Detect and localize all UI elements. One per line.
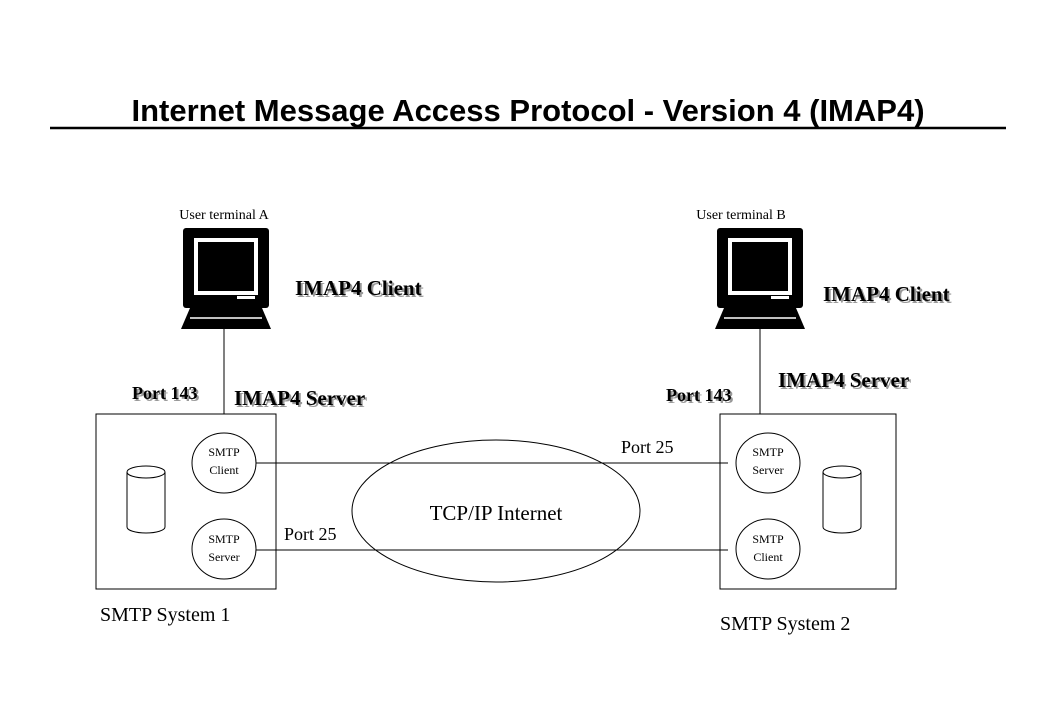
user-terminal-a-label: User terminal A <box>179 208 269 223</box>
smtp-system-1-box <box>95 413 277 590</box>
database-1-icon <box>126 465 166 534</box>
smtp-system-2-box <box>719 413 897 590</box>
database-2-icon <box>822 465 862 534</box>
node-2-bottom-line-2: Client <box>753 550 783 564</box>
node-1-bottom-line-2: Server <box>208 550 239 564</box>
user-terminal-b-label: User terminal B <box>696 208 785 223</box>
node-2-top-line-1: SMTP <box>752 445 784 459</box>
smtp-system-2-label: SMTP System 2 <box>720 613 850 635</box>
node-2-top-line-2: Server <box>752 463 783 477</box>
port-25-bottom-label: Port 25 <box>284 524 337 544</box>
imap4-client-a-label: IMAP4 Client <box>295 276 422 300</box>
port-143-b-shadow: Port 143 <box>668 387 733 407</box>
port-143-a-label: Port 143 <box>132 383 197 403</box>
computer-terminal-a-icon <box>181 228 271 329</box>
imap4-server-b-label: IMAP4 Server <box>778 368 909 392</box>
imap4-server-a-shadow: IMAP4 Server <box>236 388 367 412</box>
computer-terminal-b-icon <box>715 228 805 329</box>
tcp-ip-internet-cloud <box>351 439 641 583</box>
node-1-top-line-1: SMTP <box>208 445 240 459</box>
imap4-server-b-shadow: IMAP4 Server <box>780 370 911 394</box>
node-1-bottom-line-1: SMTP <box>208 532 240 546</box>
imap4-server-a-label: IMAP4 Server <box>234 386 365 410</box>
page-title: Internet Message Access Protocol - Versi… <box>131 93 924 128</box>
node-2-bottom-line-1: SMTP <box>752 532 784 546</box>
node-1-top-line-2: Client <box>209 463 239 477</box>
port-143-b-label: Port 143 <box>666 385 731 405</box>
port-143-a-shadow: Port 143 <box>134 385 199 405</box>
smtp-server-node-2 <box>735 432 801 494</box>
smtp-system-1-label: SMTP System 1 <box>100 604 230 626</box>
port-25-top-label: Port 25 <box>621 437 674 457</box>
imap4-client-a-shadow: IMAP4 Client <box>297 278 424 302</box>
smtp-server-node-1 <box>191 518 257 580</box>
imap4-client-b-label: IMAP4 Client <box>823 282 950 306</box>
smtp-client-node-2 <box>735 518 801 580</box>
imap4-client-b-shadow: IMAP4 Client <box>825 284 952 308</box>
tcp-ip-internet-label: TCP/IP Internet <box>430 501 563 525</box>
